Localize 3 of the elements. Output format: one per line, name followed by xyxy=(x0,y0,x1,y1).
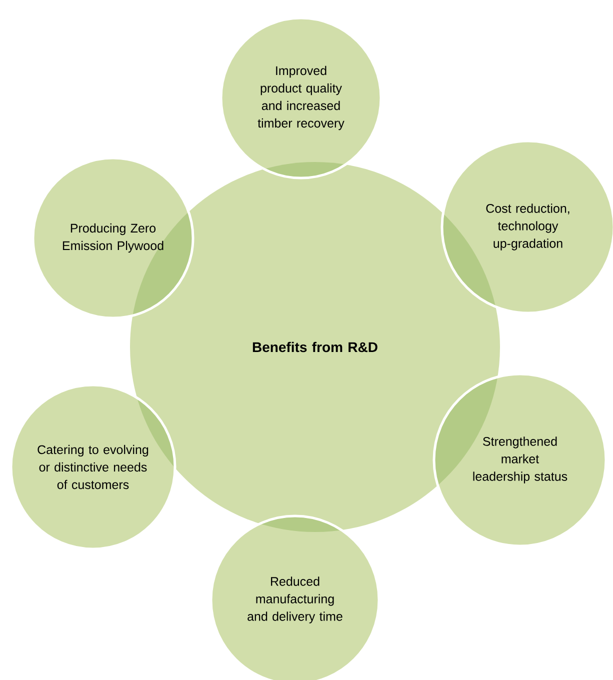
node-label: Improved product quality and increased timber recovery xyxy=(258,66,344,130)
node-label: Benefits from R&D xyxy=(252,342,378,352)
node-label: Reduced manufacturing and delivery time xyxy=(248,576,342,624)
